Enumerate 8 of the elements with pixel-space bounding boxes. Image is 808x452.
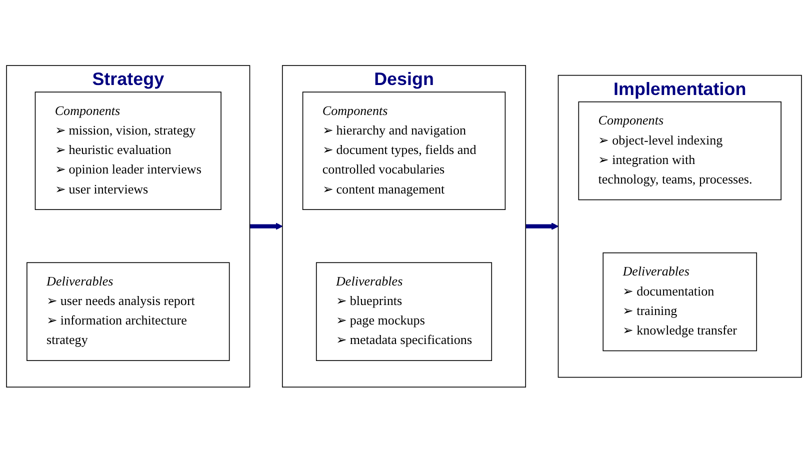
node-box: Deliverables ➢ blueprints ➢ page mockups ➢ metadata specifications bbox=[316, 262, 492, 361]
arrow bbox=[250, 222, 283, 230]
node-box: Deliverables ➢ user needs analysis report ➢ information architecture strategy bbox=[26, 262, 230, 361]
node-box: Components ➢ mission, vision, strategy ➢ heuristic evaluation ➢ opinion leader interviews ➢ user interviews bbox=[34, 91, 222, 210]
node-box: Deliverables ➢ documentation ➢ training ➢ knowledge transfer bbox=[602, 252, 758, 351]
arrow bbox=[526, 222, 559, 230]
node-box: Components ➢ object-level indexing ➢ integration with technology, teams, processes. bbox=[578, 101, 782, 200]
node-box: Components ➢ hierarchy and navigation ➢ document types, fields and controlled vocabularies ➢ content management bbox=[302, 91, 506, 210]
